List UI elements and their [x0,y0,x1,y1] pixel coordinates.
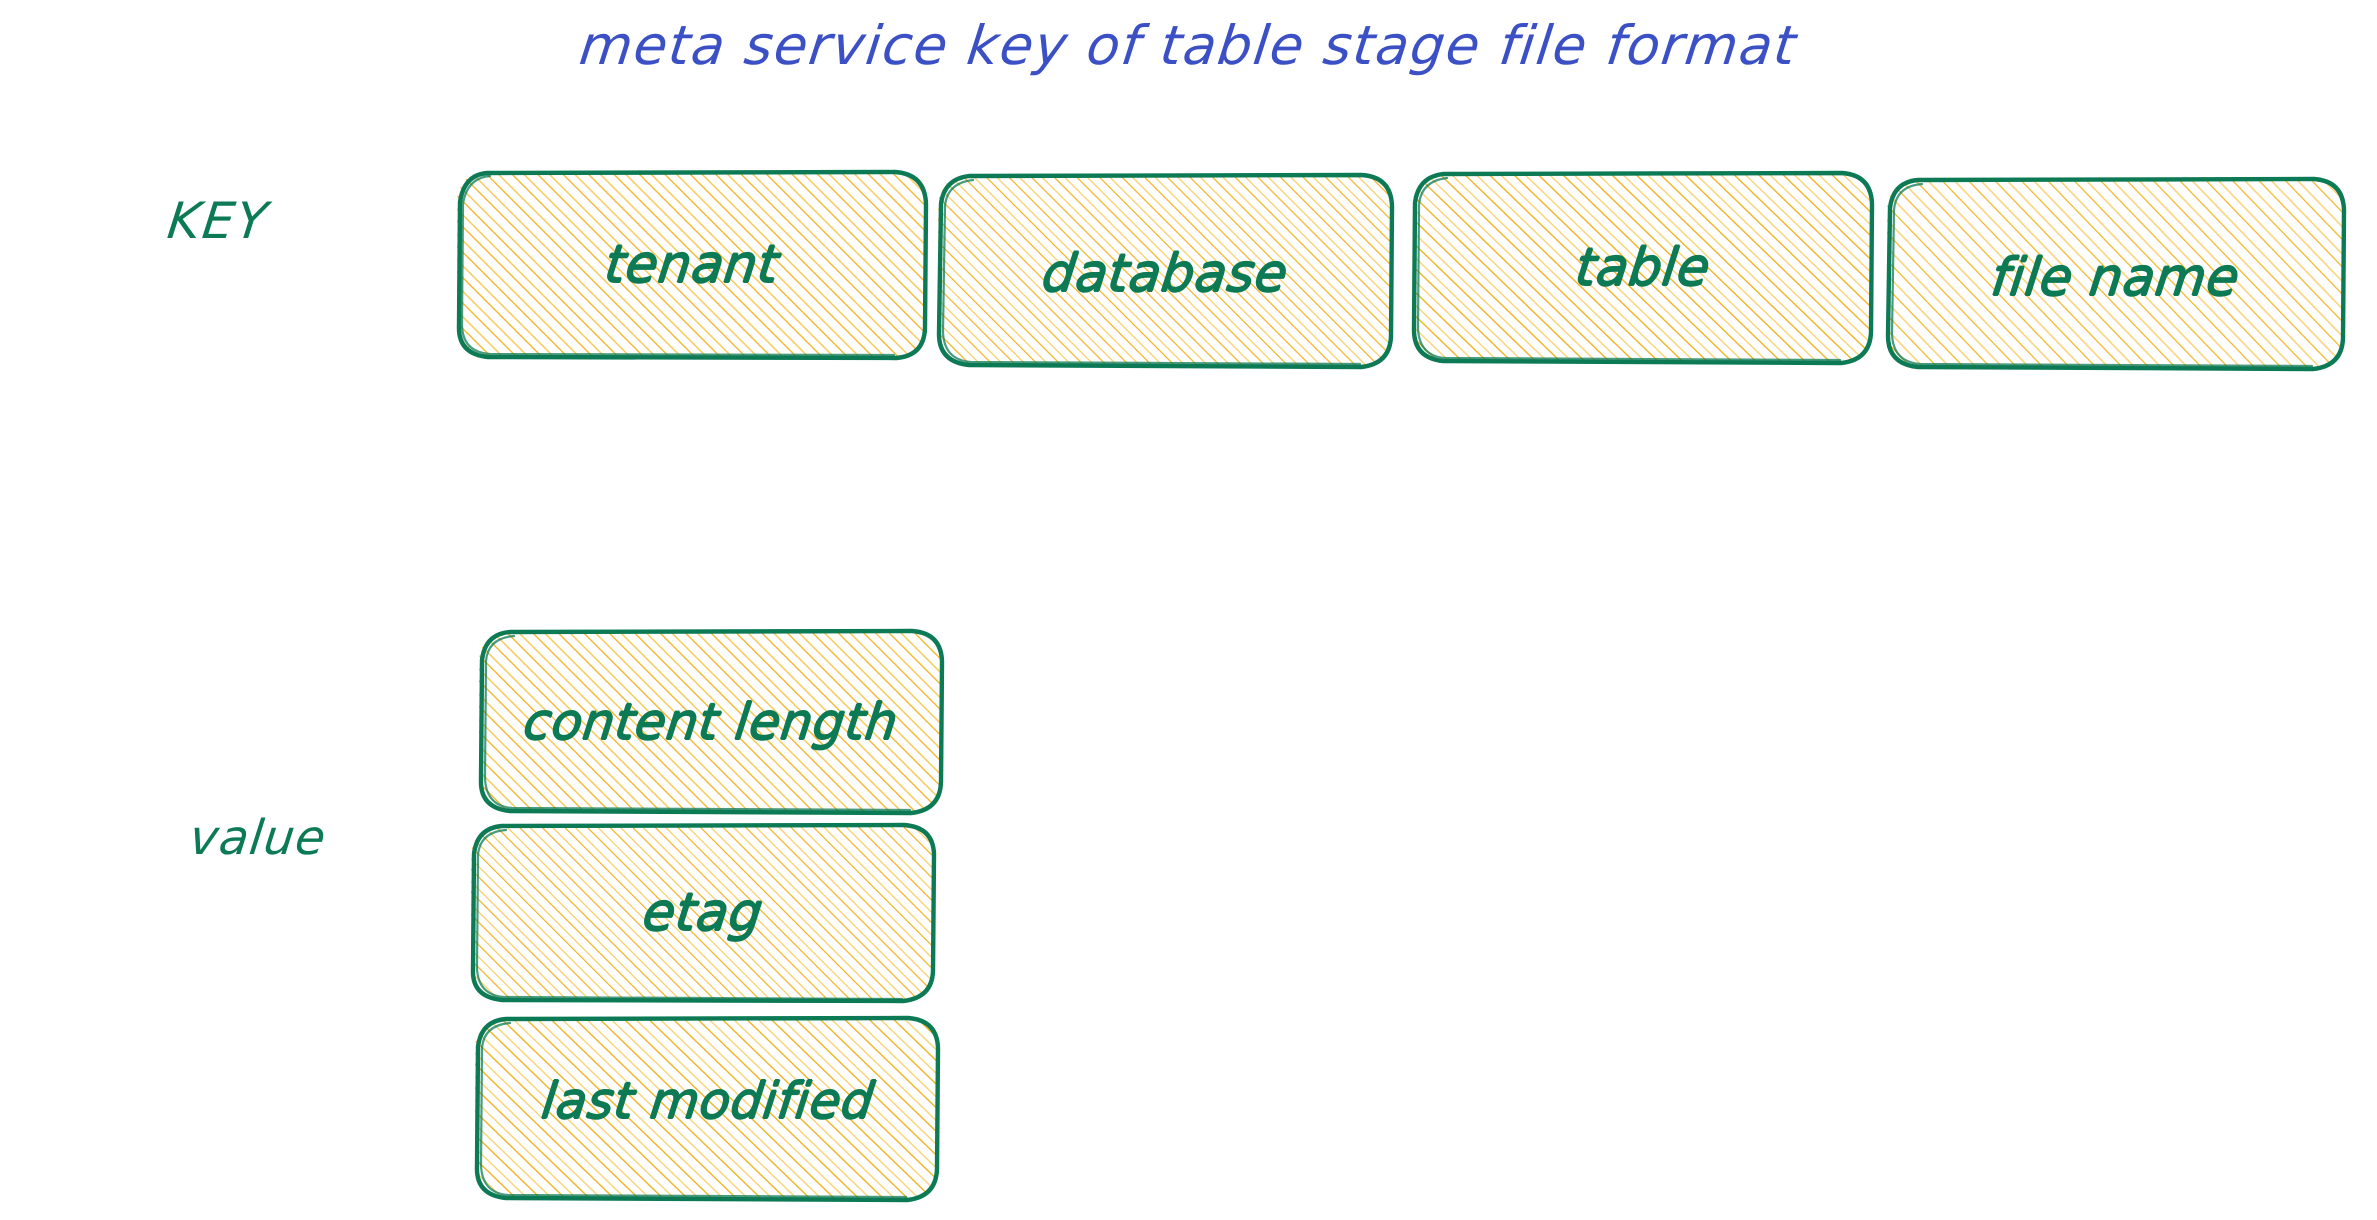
value-box-etag[interactable]: etag [466,820,940,1006]
etag-box-shape [470,822,937,1004]
tenant-box-shape [456,169,929,361]
key-section-label: KEY [164,192,273,250]
value-section-label: value [186,810,330,866]
key-box-database[interactable]: database [933,170,1398,372]
content-length-box-shape [478,628,945,816]
database-box-shape [936,172,1395,370]
table-box-shape [1411,170,1875,366]
key-box-file-name[interactable]: file name [1882,174,2350,374]
value-box-content-length[interactable]: content length [474,626,948,818]
last-modified-box-shape [474,1015,941,1203]
key-box-table[interactable]: table [1408,168,1878,368]
page-title: meta service key of table stage file for… [576,14,1801,77]
value-box-last-modified[interactable]: last modified [470,1013,944,1205]
file-name-box-shape [1885,176,2347,372]
key-box-tenant[interactable]: tenant [452,166,932,364]
